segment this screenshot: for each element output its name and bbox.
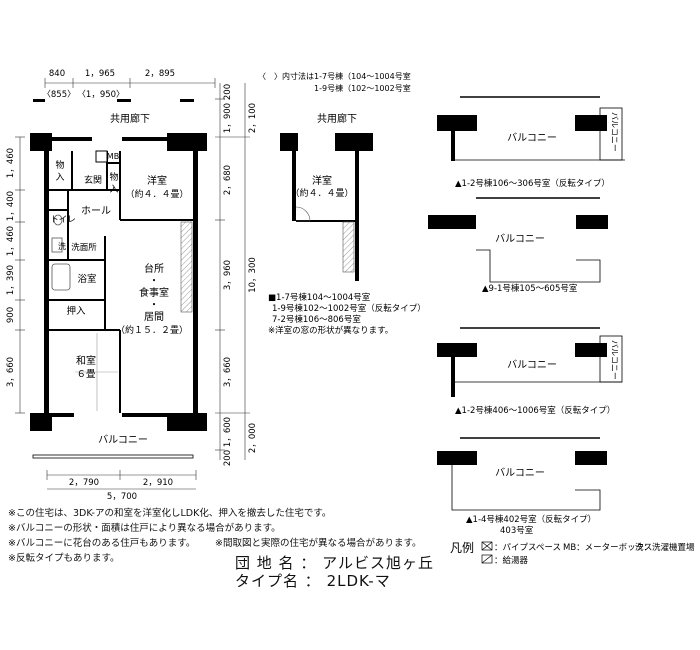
svg-text:（約１５．２畳）: （約１５．２畳） xyxy=(116,324,188,336)
room-storage: 物 xyxy=(55,159,64,171)
svg-text:※洋室の窓の形状が異なります。: ※洋室の窓の形状が異なります。 xyxy=(268,325,393,336)
svg-text:2，910: 2，910 xyxy=(143,478,173,488)
right-dimensions xyxy=(215,83,250,460)
svg-text:1-9号棟102～1002号室（反転タイプ）: 1-9号棟102～1002号室（反転タイプ） xyxy=(272,303,426,314)
svg-text:7-2号棟106～806号室: 7-2号棟106～806号室 xyxy=(272,314,361,325)
svg-text:1，900: 1，900 xyxy=(223,103,233,133)
balcony-variants: バルコニー バルコニー ▲1-2号棟106～306号室（反転タイプ） バルコニー… xyxy=(428,96,625,536)
svg-text:凡例: 凡例 xyxy=(450,541,474,555)
svg-text:200: 200 xyxy=(223,84,233,100)
svg-text:1，400: 1，400 xyxy=(6,191,16,221)
room-ldk: 台所 ・ 食事室 ・ 居間 （約１５．２畳） xyxy=(116,262,188,336)
svg-text:：給湯器: ：給湯器 xyxy=(494,555,529,566)
svg-text:台所: 台所 xyxy=(144,262,164,275)
svg-text:2，000: 2，000 xyxy=(248,423,258,453)
svg-text:バルコニー: バルコニー xyxy=(495,467,545,479)
balcony-label: バルコニー xyxy=(98,434,148,446)
svg-text:1，600: 1，600 xyxy=(223,417,233,447)
svg-text:1，390: 1，390 xyxy=(6,265,16,295)
room-genkan: 玄関 xyxy=(84,174,102,186)
room-washitsu-size: ６畳 xyxy=(76,369,96,380)
svg-text:バルコニー: バルコニー xyxy=(610,340,619,380)
svg-text:洋室: 洋室 xyxy=(312,174,332,187)
dim-top-1950: 〈1，950〉 xyxy=(77,90,124,100)
alternate-room-plan: 〈 〉内寸法は1-7号棟（104～1004号室 1-9号棟（102～1002号室… xyxy=(258,71,426,336)
room-washitsu: 和室 xyxy=(76,354,96,367)
svg-text:▲1-4号棟402号室（反転タイプ）: ▲1-4号棟402号室（反転タイプ） xyxy=(466,514,596,525)
type-colon: ： xyxy=(304,572,321,590)
svg-text:3，660: 3，660 xyxy=(223,357,233,387)
svg-text:食事室: 食事室 xyxy=(139,286,169,299)
svg-text:■1-7号棟104～1004号室: ■1-7号棟104～1004号室 xyxy=(268,292,371,303)
svg-text:バルコニー: バルコニー xyxy=(610,112,619,152)
room-mb: MB xyxy=(107,152,119,161)
room-washroom: 洗面所 xyxy=(71,242,97,253)
svg-text:・: ・ xyxy=(149,300,159,311)
estate-colon: ： xyxy=(300,554,317,572)
svg-text:洗：洗濯機置場: 洗：洗濯機置場 xyxy=(635,542,695,553)
estate-value: アルビス旭ヶ丘 xyxy=(322,554,434,572)
svg-text:バルコニー: バルコニー xyxy=(507,359,557,371)
svg-text:入: 入 xyxy=(109,184,118,195)
svg-text:：パイプスペース: ：パイプスペース xyxy=(494,543,561,553)
svg-text:403号室: 403号室 xyxy=(500,525,534,536)
svg-text:1，460: 1，460 xyxy=(6,148,16,178)
svg-text:（約４．４畳）: （約４．４畳） xyxy=(290,187,353,199)
svg-text:▲1-2号棟106～306号室（反転タイプ）: ▲1-2号棟106～306号室（反転タイプ） xyxy=(455,178,610,189)
svg-text:居間: 居間 xyxy=(144,311,164,323)
svg-text:〈 〉内寸法は1-7号棟（104～1004号室: 〈 〉内寸法は1-7号棟（104～1004号室 xyxy=(258,71,411,81)
svg-text:3，660: 3，660 xyxy=(6,357,16,387)
svg-text:3，960: 3，960 xyxy=(223,260,233,290)
top-dimensions xyxy=(44,78,216,88)
svg-text:バルコニー: バルコニー xyxy=(507,132,557,144)
room-yoshitsu-size: （約４．４畳） xyxy=(125,188,188,200)
note-2: ※バルコニーの形状・面積は住戸により異なる場合があります。 xyxy=(8,523,281,534)
room-storage-b: 入 xyxy=(55,172,64,183)
svg-text:2，100: 2，100 xyxy=(248,103,258,133)
svg-text:▲9-1号棟105～605号室: ▲9-1号棟105～605号室 xyxy=(482,283,578,294)
note-3: ※バルコニーに花台のある住戸もあります。 xyxy=(8,538,196,549)
bottom-dimensions xyxy=(46,470,197,490)
svg-text:5，700: 5，700 xyxy=(107,492,137,502)
corridor-label: 共用廊下 xyxy=(110,112,150,125)
estate-name-label: 団 地 名 ： アルビス旭ヶ丘 xyxy=(235,552,434,573)
type-value: 2LDK-マ xyxy=(326,572,391,590)
main-floor-plan: 840 〈855〉 1，965 〈1，950〉 2，895 共用廊下 xyxy=(6,69,258,502)
exterior-walls xyxy=(30,133,207,431)
svg-text:・: ・ xyxy=(149,276,159,287)
type-name-label: タイプ名 ： 2LDK-マ xyxy=(235,570,391,591)
svg-text:MB：メーターボックス: MB：メーターボックス xyxy=(563,543,652,553)
svg-text:2，680: 2，680 xyxy=(223,165,233,195)
svg-text:▲1-2号棟406～1006号室（反転タイプ）: ▲1-2号棟406～1006号室（反転タイプ） xyxy=(455,405,615,416)
note-5: ※反転タイプもあります。 xyxy=(8,553,120,564)
svg-text:共用廊下: 共用廊下 xyxy=(317,112,357,125)
dim-top-840: 840 xyxy=(49,69,65,79)
svg-text:900: 900 xyxy=(6,307,16,323)
type-label: タイプ名 xyxy=(235,572,300,590)
svg-text:1，460: 1，460 xyxy=(6,226,16,256)
svg-text:バルコニー: バルコニー xyxy=(495,233,545,245)
note-1: ※この住宅は、3DK-アの和室を洋室化しLDK化、押入を撤去した住宅です。 xyxy=(8,508,332,519)
room-oshiire: 押入 xyxy=(66,305,86,317)
note-4: ※間取図と実際の住宅が異なる場合があります。 xyxy=(215,538,422,549)
svg-text:物: 物 xyxy=(109,171,118,183)
room-hall: ホール xyxy=(81,205,111,217)
room-yoshitsu: 洋室 xyxy=(147,174,167,187)
svg-text:200: 200 xyxy=(223,450,233,466)
interior-walls xyxy=(49,151,193,413)
left-dimensions xyxy=(15,136,25,414)
dim-top-855: 〈855〉 xyxy=(42,90,75,100)
dim-top-2895: 2，895 xyxy=(145,69,175,79)
svg-text:10，300: 10，300 xyxy=(248,257,258,293)
svg-text:1-9号棟（102～1002号室: 1-9号棟（102～1002号室 xyxy=(314,83,411,93)
legend: 凡例 ：パイプスペース MB：メーターボックス 洗：洗濯機置場 ：給湯器 xyxy=(450,541,695,566)
room-bath: 浴室 xyxy=(77,273,96,285)
room-toilet: トイレ xyxy=(50,215,76,225)
dim-top-1965: 1，965 xyxy=(85,69,115,79)
svg-text:2，790: 2，790 xyxy=(69,478,99,488)
estate-label: 団 地 名 xyxy=(235,554,295,572)
wash-mark: 洗 xyxy=(58,241,66,251)
